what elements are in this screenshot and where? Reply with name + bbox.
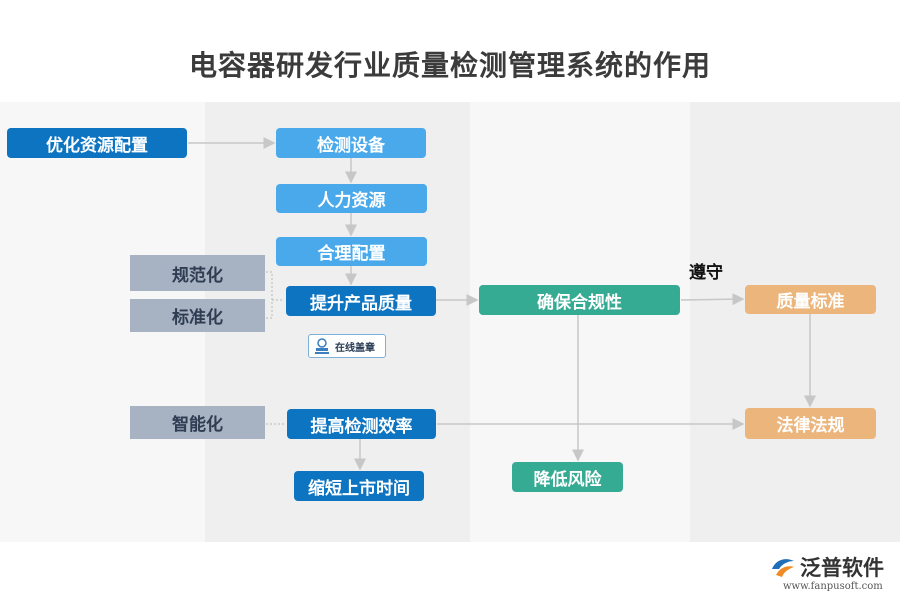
band-4 <box>690 102 900 542</box>
node-testing-equipment: 检测设备 <box>276 128 426 158</box>
node-standardize: 规范化 <box>130 255 265 291</box>
node-reasonable-allocation: 合理配置 <box>276 237 427 266</box>
seal-icon <box>315 338 329 354</box>
online-stamp-badge[interactable]: 在线盖章 <box>308 334 386 358</box>
brand-logo: 泛普软件 <box>770 552 884 582</box>
node-normalize: 标准化 <box>130 299 265 332</box>
stamp-label: 在线盖章 <box>335 342 375 354</box>
node-optimize-resources: 优化资源配置 <box>7 128 187 158</box>
page-title: 电容器研发行业质量检测管理系统的作用 <box>188 49 711 82</box>
bracket-standardize <box>266 271 273 319</box>
node-improve-product-quality: 提升产品质量 <box>286 286 436 316</box>
node-ensure-compliance: 确保合规性 <box>479 285 680 315</box>
node-laws-regulations: 法律法规 <box>745 408 876 439</box>
fanpu-logo-icon <box>772 559 794 577</box>
node-shorten-time-to-market: 缩短上市时间 <box>294 471 424 501</box>
node-quality-standard: 质量标准 <box>745 285 876 314</box>
node-improve-testing-efficiency: 提高检测效率 <box>287 409 436 439</box>
arrow-compliance-to-standard <box>680 293 745 306</box>
logo-name: 泛普软件 <box>800 556 884 580</box>
node-intelligent: 智能化 <box>130 406 265 439</box>
node-human-resources: 人力资源 <box>276 184 427 213</box>
node-reduce-risk: 降低风险 <box>512 462 623 492</box>
logo-url: www.fanpusoft.com <box>783 581 883 592</box>
label-comply: 遵守 <box>689 263 723 283</box>
